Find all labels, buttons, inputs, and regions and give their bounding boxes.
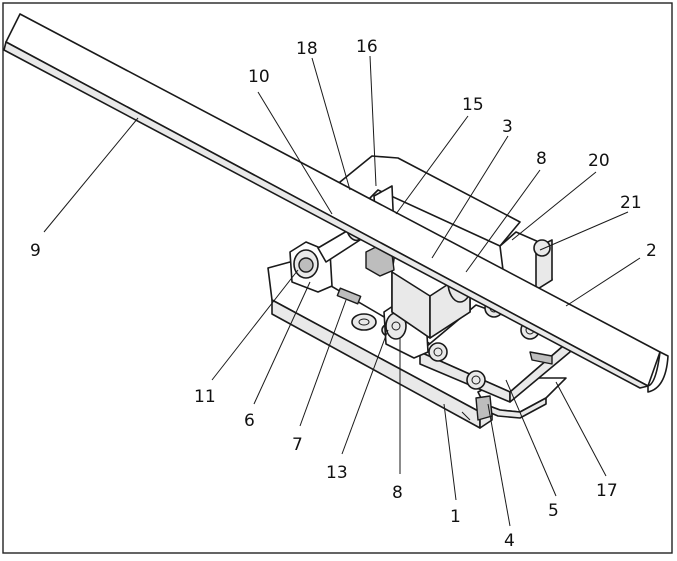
label-20: 20 [588,151,610,171]
label-18: 18 [296,39,318,59]
label-21: 21 [620,193,642,213]
label-5: 5 [548,501,559,521]
label-17: 17 [596,481,618,501]
label-3: 3 [502,117,513,137]
handle-lever [3,13,669,393]
leader-lines [43,55,641,527]
label-15: 15 [462,95,484,115]
label-8-top: 8 [536,149,547,169]
label-13: 13 [326,463,348,483]
label-7: 7 [292,435,303,455]
label-2: 2 [646,241,657,261]
label-6: 6 [244,411,255,431]
label-9: 9 [30,241,41,261]
side-plate [499,231,553,291]
label-11: 11 [194,387,216,407]
label-4: 4 [504,531,515,551]
label-10: 10 [248,67,270,87]
label-16: 16 [356,37,378,57]
label-1: 1 [450,507,461,527]
label-8-bottom: 8 [392,483,403,503]
drawing-border [2,2,673,554]
